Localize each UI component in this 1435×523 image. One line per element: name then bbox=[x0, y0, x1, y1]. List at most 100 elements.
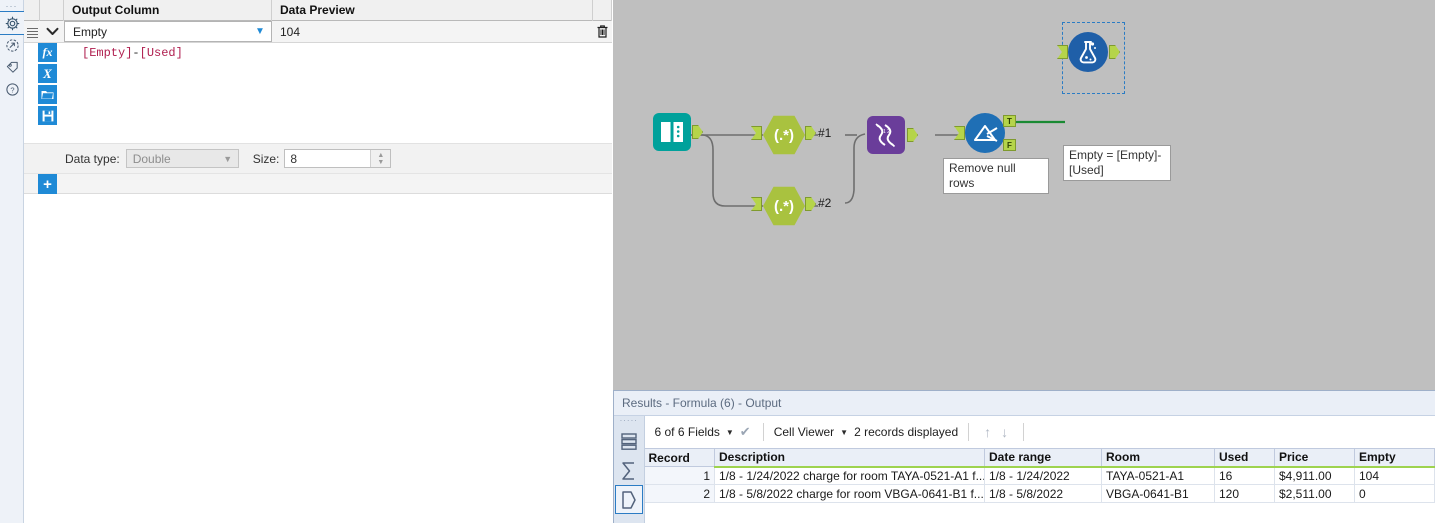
chevron-down-icon[interactable] bbox=[40, 21, 64, 43]
formula-annotation: Empty = [Empty]-[Used] bbox=[1063, 145, 1171, 181]
config-empty-area bbox=[24, 194, 612, 523]
expression-text[interactable]: [Empty]-[Used] bbox=[82, 45, 608, 61]
stepper-down-icon[interactable]: ▼ bbox=[377, 158, 385, 166]
help-icon[interactable]: ? bbox=[0, 78, 24, 100]
size-value: 8 bbox=[290, 151, 298, 166]
results-table: Record Description Date range Room Used … bbox=[644, 448, 1435, 503]
results-toolbar: 6 of 6 Fields ▼ ✔ Cell Viewer ▼ 2 record… bbox=[644, 416, 1435, 448]
filter-funnel-icon bbox=[965, 113, 1005, 153]
filter-annotation: Remove null rows bbox=[943, 158, 1049, 194]
cell-room: VBGA-0641-B1 bbox=[1101, 484, 1215, 503]
trash-icon[interactable] bbox=[593, 21, 612, 43]
expression-token-operator: - bbox=[132, 46, 140, 60]
table-view-icon[interactable] bbox=[615, 427, 643, 456]
data-type-value: Double bbox=[132, 151, 171, 166]
add-column-row: + bbox=[24, 173, 612, 195]
column-header-room[interactable]: Room bbox=[1101, 448, 1215, 468]
cell-description: 1/8 - 1/24/2022 charge for room TAYA-052… bbox=[714, 466, 985, 485]
expression-token-field2: [Used] bbox=[139, 46, 183, 60]
size-input[interactable]: 8 ▲ ▼ bbox=[284, 149, 392, 168]
gear-icon[interactable] bbox=[0, 11, 25, 35]
toolbar-separator bbox=[762, 423, 764, 441]
tag-icon[interactable] bbox=[0, 56, 24, 78]
false-output-port[interactable]: F bbox=[1003, 139, 1016, 151]
output-port[interactable] bbox=[907, 128, 918, 142]
expression-toolbar: fx X bbox=[38, 43, 57, 127]
output-port[interactable] bbox=[805, 197, 816, 211]
open-folder-icon[interactable] bbox=[38, 85, 57, 104]
cell-price: $4,911.00 bbox=[1274, 466, 1355, 485]
output-column-value: Empty bbox=[73, 24, 108, 39]
header-delete-spacer bbox=[593, 0, 612, 21]
data-shape-icon[interactable] bbox=[614, 485, 643, 514]
formula-node[interactable] bbox=[1057, 32, 1120, 72]
output-column-select[interactable]: Empty ▼ bbox=[64, 21, 272, 42]
cell-description: 1/8 - 5/8/2022 charge for room VBGA-0641… bbox=[714, 484, 985, 503]
column-header-used[interactable]: Used bbox=[1214, 448, 1275, 468]
cell-empty: 104 bbox=[1354, 466, 1435, 485]
expression-token-field1: [Empty] bbox=[82, 46, 133, 60]
checkmark-icon[interactable]: ✔ bbox=[739, 424, 751, 439]
data-type-row: Data type: Double ▼ Size: 8 ▲ ▼ bbox=[24, 143, 612, 173]
formula-configuration-panel: ··· bbox=[0, 0, 612, 523]
table-header-row: Record Description Date range Room Used … bbox=[644, 448, 1435, 468]
cell-viewer-label[interactable]: Cell Viewer bbox=[773, 425, 835, 439]
add-column-button[interactable]: + bbox=[38, 174, 57, 195]
column-header-description[interactable]: Description bbox=[714, 448, 985, 468]
column-header-price[interactable]: Price bbox=[1274, 448, 1355, 468]
regex-node-1[interactable]: (.*) bbox=[751, 115, 816, 155]
expression-editor[interactable]: fx X bbox=[24, 43, 612, 143]
data-type-select[interactable]: Double ▼ bbox=[125, 149, 239, 168]
drag-grip-icon[interactable] bbox=[24, 21, 40, 43]
true-output-port[interactable]: T bbox=[1003, 115, 1016, 127]
toolbar-separator bbox=[1023, 423, 1025, 441]
column-header-date-range[interactable]: Date range bbox=[984, 448, 1102, 468]
cell-price: $2,511.00 bbox=[1274, 484, 1355, 503]
cell-record: 1 bbox=[644, 466, 715, 485]
fx-insert-function-icon[interactable]: fx bbox=[38, 43, 57, 62]
header-grip-spacer bbox=[24, 0, 40, 21]
filter-node[interactable]: T F bbox=[954, 113, 1016, 153]
arrow-down-icon[interactable]: ↓ bbox=[1001, 424, 1009, 440]
save-icon[interactable] bbox=[38, 106, 57, 125]
regex-node-2[interactable]: (.*) bbox=[751, 186, 816, 226]
output-port[interactable] bbox=[805, 126, 816, 140]
data-preview-value: 104 bbox=[280, 24, 301, 39]
svg-text:?: ? bbox=[10, 85, 14, 94]
regex-node-2-label: (.*) bbox=[774, 197, 794, 215]
connection-label-1: #1 bbox=[818, 126, 832, 140]
workflow-canvas[interactable]: (.*) (.*) #1 #2 1 2 bbox=[613, 0, 1435, 390]
input-data-node[interactable] bbox=[653, 113, 703, 151]
column-header-empty[interactable]: Empty bbox=[1354, 448, 1435, 468]
cell-used: 120 bbox=[1214, 484, 1275, 503]
header-data-preview: Data Preview bbox=[272, 0, 593, 21]
fields-count-label[interactable]: 6 of 6 Fields bbox=[654, 425, 720, 439]
arrow-up-icon[interactable]: ↑ bbox=[984, 424, 992, 440]
transpose-node[interactable]: 1 2 bbox=[867, 116, 918, 154]
results-title: Results - Formula (6) - Output bbox=[614, 391, 1435, 416]
chevron-down-icon[interactable]: ▼ bbox=[840, 427, 849, 437]
stepper-up-icon[interactable]: ▲ bbox=[377, 151, 385, 159]
size-stepper[interactable]: ▲ ▼ bbox=[370, 150, 391, 167]
regex-node-1-label: (.*) bbox=[774, 126, 794, 144]
results-panel: Results - Formula (6) - Output ····· bbox=[613, 390, 1435, 523]
output-port[interactable] bbox=[1109, 45, 1120, 59]
output-port[interactable] bbox=[692, 125, 703, 139]
results-rail-grip: ····· bbox=[619, 416, 638, 425]
cell-record: 2 bbox=[644, 484, 715, 503]
chevron-down-icon[interactable]: ▼ bbox=[255, 26, 265, 37]
chevron-down-icon[interactable]: ▼ bbox=[725, 427, 734, 437]
book-icon bbox=[653, 113, 691, 151]
table-row[interactable]: 1 1/8 - 1/24/2022 charge for room TAYA-0… bbox=[644, 466, 1435, 485]
size-label: Size: bbox=[252, 151, 280, 166]
variable-icon[interactable]: X bbox=[38, 64, 57, 83]
table-row[interactable]: 2 1/8 - 5/8/2022 charge for room VBGA-06… bbox=[644, 484, 1435, 503]
column-header-record[interactable]: Record bbox=[644, 448, 715, 467]
cell-used: 16 bbox=[1214, 466, 1275, 485]
cell-date-range: 1/8 - 1/24/2022 bbox=[984, 466, 1102, 485]
transpose-icon: 1 2 bbox=[867, 116, 905, 154]
run-arrow-icon[interactable] bbox=[0, 34, 24, 56]
flask-icon bbox=[1068, 32, 1108, 72]
summary-sigma-icon[interactable] bbox=[615, 456, 643, 485]
